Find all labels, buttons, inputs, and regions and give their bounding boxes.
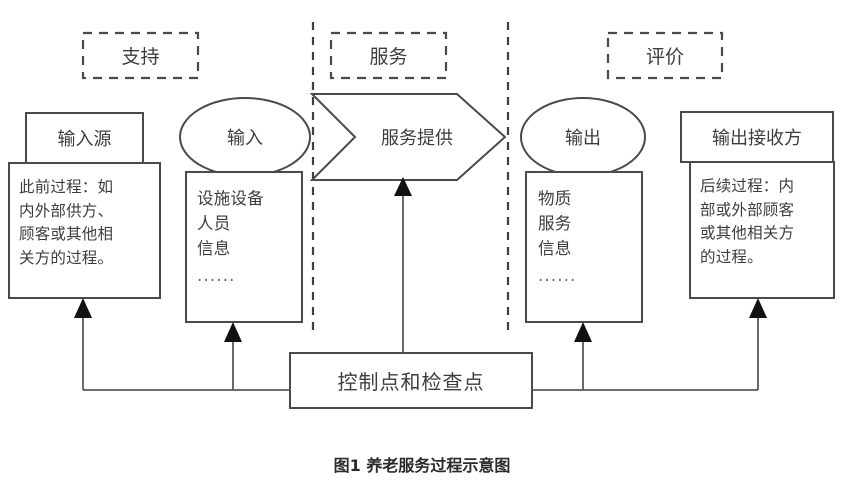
arrowhead-to-input-source bbox=[74, 298, 92, 318]
arrowhead-to-service bbox=[394, 177, 412, 196]
phase-label-support: 支持 bbox=[121, 46, 160, 68]
output-receiver-body-line: 后续过程：内 bbox=[700, 177, 795, 195]
service-provision-label: 服务提供 bbox=[381, 128, 453, 149]
input-body-line: 人员 bbox=[197, 214, 231, 234]
input-body-box bbox=[185, 171, 303, 323]
input-source-body-line: 关方的过程。 bbox=[19, 248, 114, 267]
output-receiver-body-line: 的过程。 bbox=[700, 247, 763, 266]
output-body-line: 物质 bbox=[538, 189, 572, 208]
figure-caption: 图1 养老服务过程示意图 bbox=[333, 456, 511, 475]
output-body-line: 信息 bbox=[538, 239, 572, 259]
phase-label-service: 服务 bbox=[369, 46, 408, 68]
output-receiver-body-line: 或其他相关方 bbox=[700, 224, 795, 243]
input-body-line: 信息 bbox=[197, 239, 231, 259]
input-source-body-box bbox=[8, 162, 161, 299]
output-header: 输出 bbox=[565, 128, 601, 149]
input-source-header: 输入源 bbox=[57, 129, 112, 150]
output-body-ellipsis: ······ bbox=[538, 271, 577, 292]
input-source-body-line: 内外部供方、 bbox=[19, 201, 114, 220]
output-body-line: 服务 bbox=[538, 214, 572, 234]
input-body-line: 设施设备 bbox=[197, 189, 264, 208]
phase-box-evaluation bbox=[606, 31, 724, 80]
arrowhead-to-output bbox=[574, 322, 592, 342]
output-receiver-body: 后续过程：内 部或外部顾客 或其他相关方 的过程。 bbox=[700, 175, 830, 269]
output-body: 物质 服务 信息 ······ bbox=[538, 186, 638, 295]
input-body: 设施设备 人员 信息 ······ bbox=[197, 186, 297, 295]
output-body-box bbox=[525, 171, 643, 323]
phase-label-evaluation: 评价 bbox=[645, 46, 684, 68]
input-source-body-line: 顾客或其他相 bbox=[19, 225, 114, 244]
arrowhead-to-output-receiver bbox=[749, 298, 767, 318]
output-receiver-body-line: 部或外部顾客 bbox=[700, 200, 795, 219]
control-checkpoint-label: 控制点和检查点 bbox=[337, 370, 485, 394]
output-receiver-body-box bbox=[689, 161, 835, 299]
output-receiver-header: 输出接收方 bbox=[712, 128, 802, 149]
arrowhead-to-input bbox=[224, 322, 242, 342]
input-body-ellipsis: ······ bbox=[197, 271, 236, 292]
control-checkpoint-box bbox=[289, 352, 533, 409]
input-source-body-line: 此前过程：如 bbox=[19, 178, 114, 196]
input-source-body: 此前过程：如 内外部供方、 顾客或其他相 关方的过程。 bbox=[19, 176, 161, 270]
input-header: 输入 bbox=[227, 128, 263, 149]
service-provision-chevron bbox=[309, 93, 507, 181]
